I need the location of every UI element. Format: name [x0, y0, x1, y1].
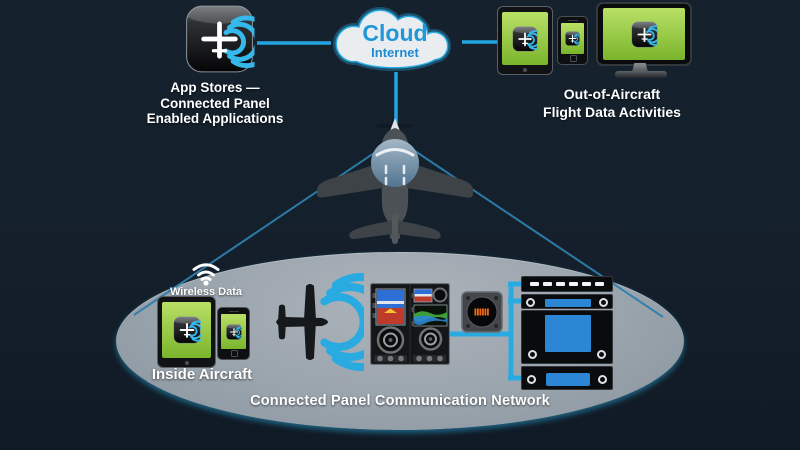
knob	[599, 297, 608, 307]
app-store-label-line3: Enabled Applications	[146, 111, 284, 126]
cockpit-canopy	[371, 139, 419, 187]
out-of-aircraft-label-line2: Flight Data Activities	[543, 103, 681, 120]
knob	[527, 374, 536, 384]
cloud-title: Cloud	[362, 20, 428, 46]
cloud-label: Cloud Internet	[330, 21, 460, 60]
connected-panel-app-icon	[226, 324, 242, 340]
tablet-device	[497, 6, 553, 75]
cone-line-right	[408, 146, 664, 318]
out-of-aircraft-label: Out-of-Aircraft Flight Data Activities	[517, 86, 707, 121]
avionics-panel	[370, 283, 450, 365]
connected-panel-app-icon	[631, 21, 658, 48]
knob	[597, 350, 606, 359]
connected-panel-logo	[276, 273, 364, 371]
monitor-stand-neck	[632, 63, 648, 72]
phone-device	[217, 307, 250, 360]
connected-panel-app-icon	[512, 26, 538, 52]
phone-speaker	[567, 19, 578, 21]
home-button	[523, 67, 527, 72]
phone-screen	[561, 23, 584, 54]
home-button	[184, 360, 189, 365]
connected-panel-app-icon	[173, 316, 201, 344]
app-store-label-line2: Connected Panel	[160, 95, 270, 111]
home-button	[570, 55, 577, 62]
audio-panel-screen	[545, 298, 591, 307]
tablet-screen	[502, 12, 548, 65]
phone-speaker	[228, 310, 239, 312]
monitor-screen	[603, 8, 685, 60]
tablet-screen	[162, 302, 211, 358]
knob	[528, 350, 537, 359]
phone-screen	[221, 314, 246, 349]
cone-line-left	[133, 146, 384, 316]
radio-unit-display	[521, 276, 613, 292]
transponder-unit	[521, 366, 613, 390]
monitor-stand-base	[615, 71, 667, 78]
network-caption: Connected Panel Communication Network	[250, 393, 550, 409]
inside-aircraft-label: Inside Aircraft	[151, 366, 253, 383]
monitor-device	[596, 2, 692, 66]
phone-device	[557, 16, 588, 65]
home-button	[231, 350, 238, 357]
connected-panel-app-icon	[183, 4, 256, 74]
wireless-data-label: Wireless Data	[169, 286, 243, 298]
pfd-display	[375, 288, 406, 326]
tablet-device	[157, 296, 216, 368]
wifi-icon	[192, 263, 220, 286]
gps-nav-unit	[521, 310, 613, 364]
mfd-display	[413, 287, 448, 327]
app-store-label-line1: App Stores —	[170, 80, 260, 95]
knob	[598, 374, 607, 384]
gps-nav-screen	[545, 315, 591, 352]
aircraft-top-view	[317, 118, 473, 244]
cloud-subtitle: Internet	[371, 45, 419, 60]
engine-gauge	[461, 291, 503, 333]
audio-panel-unit	[521, 294, 613, 309]
cloud-icon	[333, 7, 451, 71]
frequency-segments	[522, 277, 612, 291]
app-store-label: App Stores — Connected Panel Enabled App…	[122, 80, 308, 127]
transponder-screen	[546, 372, 590, 386]
audio-radio-stack	[521, 276, 613, 390]
out-of-aircraft-label-line1: Out-of-Aircraft	[563, 86, 661, 102]
knob	[526, 297, 535, 307]
connected-panel-app-icon	[565, 31, 580, 46]
